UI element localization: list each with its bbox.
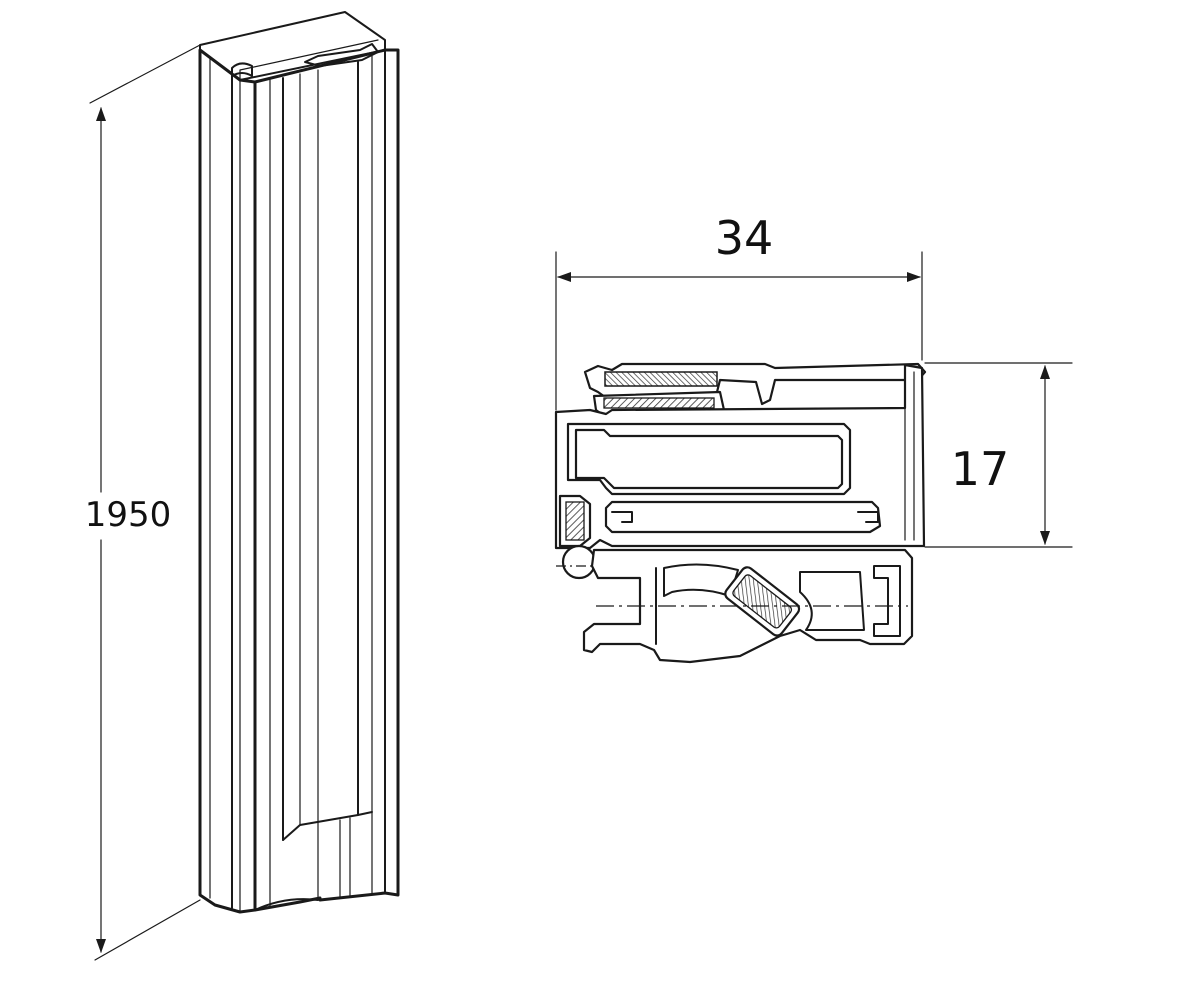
height-label: 1950 [85,495,172,535]
depth-label: 17 [951,442,1010,496]
depth-dimension: 17 [924,362,1073,548]
section-inner-chamber-wall [574,428,844,490]
profile-isometric-view [198,11,400,914]
profile-bottom-curve [254,898,319,911]
section-bottom-c-channel [873,565,901,637]
profile-top-notch [231,62,253,77]
section-magnet-hatch [732,574,793,629]
width-dimension: 34 [555,211,923,411]
width-label: 34 [715,211,774,265]
profile-insert-step [299,821,319,901]
section-top-gasket-hatch [604,371,718,387]
profile-top-edge [239,39,379,81]
section-lower-channel-hook-right [857,511,879,523]
profile-cross-section [554,362,927,664]
height-dimension: 1950 [85,44,201,961]
section-lower-channel-hook-left [611,511,633,523]
section-pivot-circle [561,544,597,580]
height-extension-bottom [94,899,201,961]
section-gasket-fins-hatch [603,397,715,409]
section-left-gasket-hatch [565,501,585,541]
section-lower-channel [604,500,882,534]
profile-side-face [253,48,400,912]
profile-insert-end [282,811,373,841]
height-extension-top [89,44,201,104]
section-bottom-seal-right [799,571,865,631]
section-magnet [724,566,801,637]
profile-front-face [198,48,257,914]
